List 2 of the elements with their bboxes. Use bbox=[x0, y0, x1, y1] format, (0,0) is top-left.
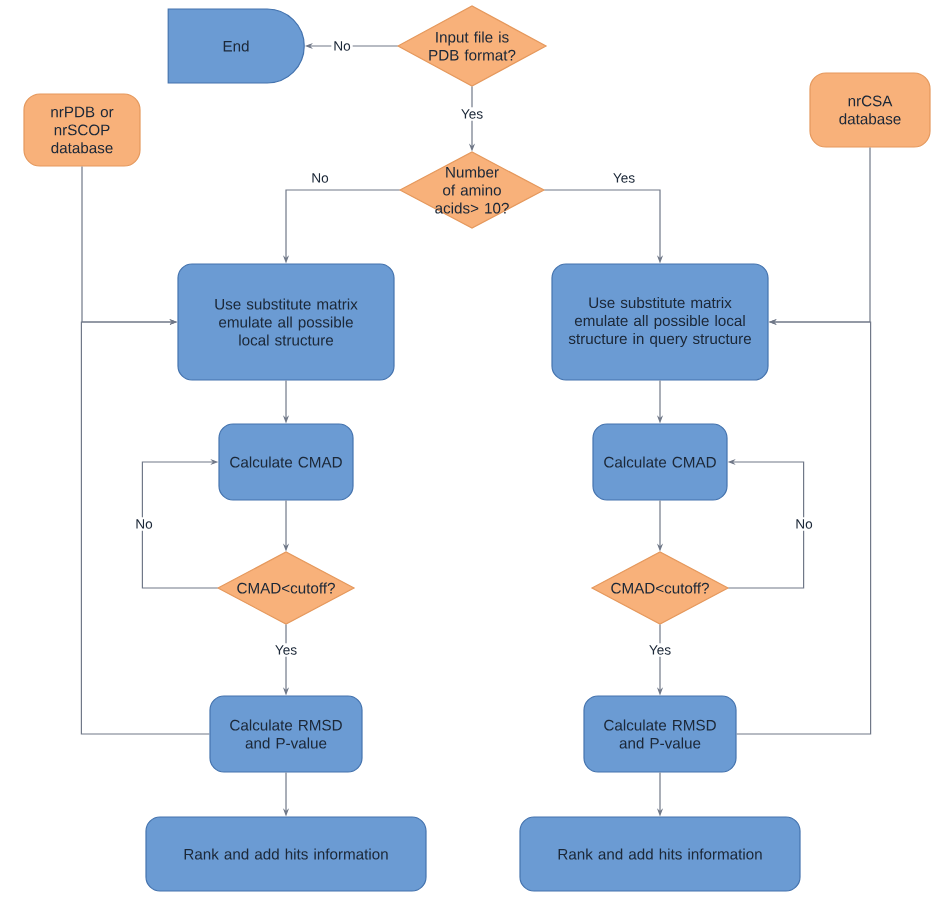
arrow bbox=[80, 318, 210, 735]
arrow bbox=[141, 458, 219, 589]
